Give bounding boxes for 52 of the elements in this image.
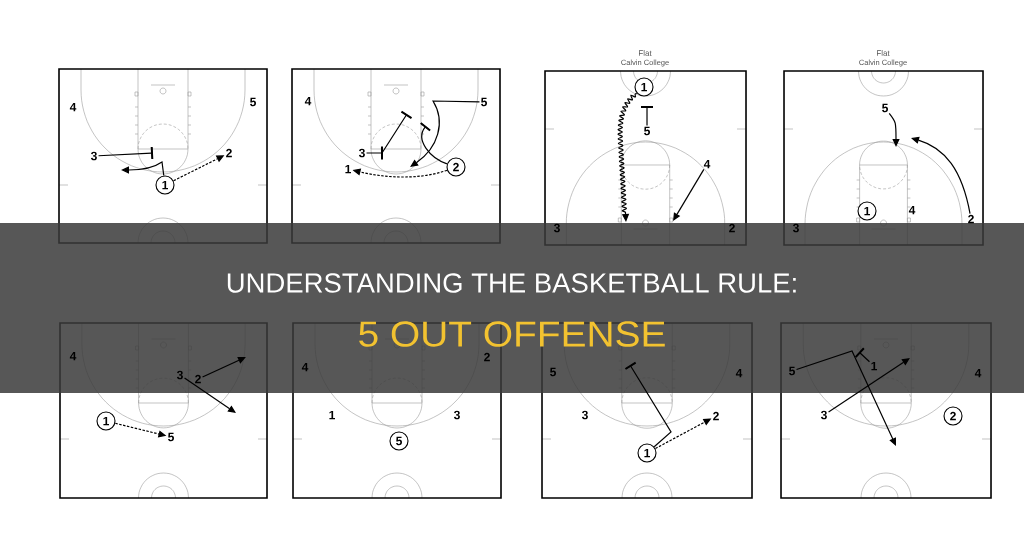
player-number: 4 [703, 159, 711, 169]
arrow [888, 112, 900, 147]
player-number: 3 [581, 410, 588, 420]
screen-line [855, 347, 871, 363]
arrow [673, 168, 705, 221]
arrow [827, 358, 910, 413]
arrow [201, 357, 246, 378]
player-number: 4 [908, 205, 916, 215]
player-number: 3 [90, 151, 97, 161]
player-number: 3 [176, 370, 183, 380]
player-number: 4 [69, 102, 77, 112]
player-number: 4 [735, 368, 743, 378]
title: UNDERSTANDING THE BASKETBALL RULE: [227, 273, 796, 293]
wavy-arrow [617, 92, 638, 222]
player-number: 1 [345, 164, 351, 174]
player-number: 2 [484, 352, 490, 362]
arrow [183, 377, 236, 413]
arrow [795, 350, 896, 446]
player-number: 1 [871, 361, 877, 371]
player-number: 3 [553, 223, 560, 233]
player-number: 4 [69, 351, 77, 361]
arrow [911, 136, 971, 215]
arrow [121, 161, 165, 177]
screen-line [365, 110, 412, 160]
player-number: 2 [195, 374, 201, 384]
player-number: 5 [168, 432, 174, 442]
player-number: 5 [789, 366, 795, 376]
court-title: Flat [877, 50, 890, 56]
player-number: 5 [550, 367, 556, 377]
screen-line [420, 122, 448, 165]
player-number: 2 [713, 411, 719, 421]
player-number: 4 [974, 368, 982, 378]
player-number: 4 [304, 96, 312, 106]
subtitle: 5 OUT OFFENSE [359, 321, 665, 347]
player-number: 5 [250, 97, 256, 107]
screen-line [641, 106, 653, 127]
player-number: 5 [644, 126, 650, 136]
screen-line [97, 147, 154, 160]
player-number: 3 [820, 410, 827, 420]
player-number: 3 [358, 148, 365, 158]
player-number: 3 [453, 410, 460, 420]
player-number: 4 [301, 362, 309, 372]
player-number: 2 [968, 214, 974, 224]
player-number: 5 [481, 97, 487, 107]
court-title: Flat [639, 50, 652, 56]
player-number: 2 [226, 148, 232, 158]
player-number: 3 [792, 223, 799, 233]
screen-line [625, 362, 672, 448]
arrow [410, 100, 481, 167]
player-number: 1 [329, 410, 335, 420]
player-number: 5 [882, 103, 888, 113]
player-number: 2 [729, 223, 735, 233]
